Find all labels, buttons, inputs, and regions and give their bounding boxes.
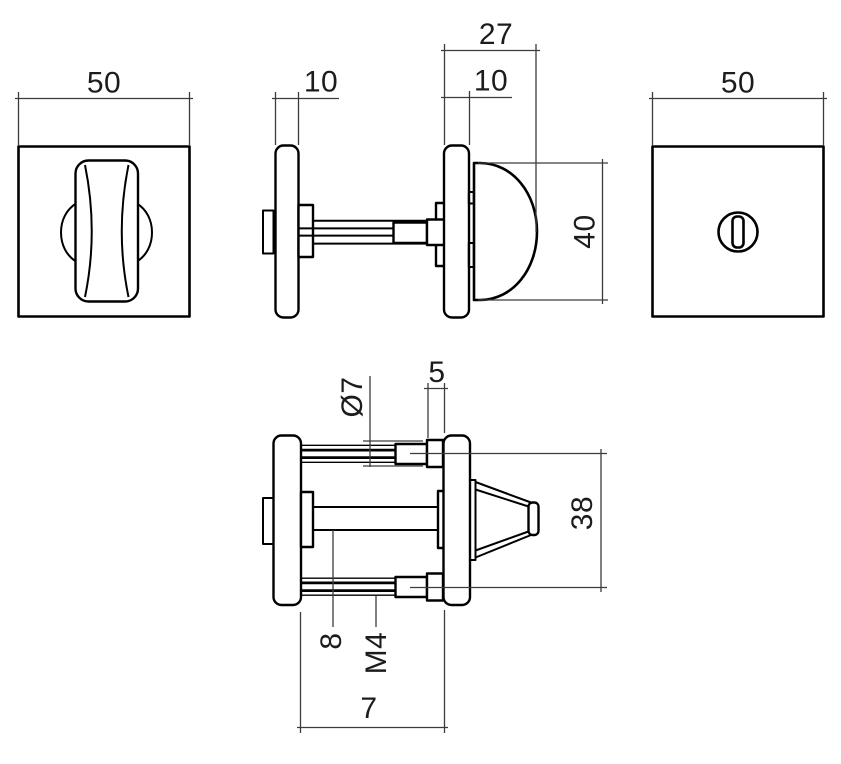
dim-bush-length: 5: [424, 356, 448, 438]
spindle-coupling: [392, 221, 429, 245]
view-fixing-section: Ø7 5 38 8 M4: [262, 356, 607, 733]
dim-right-rosette-thickness: 10: [441, 65, 512, 145]
dim-screw-thread: M4: [360, 596, 393, 674]
turn-knob-right-wing: [136, 202, 153, 263]
emergency-release-disc: [717, 211, 759, 253]
turn-rosette-square-outline: [17, 145, 191, 318]
dim-label-7: 7: [360, 692, 377, 725]
right-rosette-side: [442, 144, 471, 319]
dim-front-release-width: 50: [649, 67, 827, 146]
cone-tip: [527, 501, 540, 537]
turn-knob-body: [74, 159, 140, 303]
right-rosette-section: [442, 434, 472, 607]
dim-label-50-left: 50: [87, 67, 121, 100]
turn-knob-left-wing: [60, 202, 77, 263]
dim-label-5: 5: [428, 356, 445, 389]
dim-front-turn-width: 50: [15, 67, 193, 146]
turn-knob-right-facet: [120, 164, 130, 298]
dim-label-10-right: 10: [474, 65, 508, 98]
dim-screw-spacing: 38: [410, 449, 607, 592]
spindle-nut: [425, 218, 447, 247]
view-front-turn-rosette: 50: [15, 67, 193, 318]
spindle-section: [299, 489, 449, 550]
release-rosette-square-outline: [651, 145, 825, 318]
turn-knob-left-facet: [84, 164, 93, 298]
cone-outer-line: [475, 534, 532, 559]
dim-label-10-left: 10: [304, 66, 338, 99]
dim-label-50-right: 50: [721, 67, 755, 100]
left-hub: [297, 203, 315, 259]
dim-rosette-gap: 7: [297, 610, 448, 733]
dim-label-38: 38: [566, 496, 599, 530]
cone-outer-line: [475, 481, 532, 504]
cone-inner-line: [475, 530, 529, 552]
cone-inner-line: [475, 488, 529, 508]
dim-label-40: 40: [569, 214, 602, 248]
dim-turn-knob-diameter: 40: [478, 159, 608, 304]
spindle-left-hub: [299, 490, 315, 549]
turn-knob-dome-side: [472, 161, 539, 302]
emergency-release-slot: [731, 215, 745, 249]
turn-cone: [469, 479, 540, 561]
left-rosette-section: [272, 434, 303, 607]
dim-label-diameter-7: Ø7: [336, 376, 369, 417]
dim-turn-total-depth: 27: [441, 18, 540, 232]
dim-spindle-size: 8: [315, 530, 348, 650]
turn-knob-edge-section: [262, 497, 275, 545]
turn-knob-edge: [262, 209, 275, 255]
view-front-release-rosette: 50: [649, 67, 827, 318]
dim-label-27: 27: [479, 18, 513, 51]
view-side-assembly: 10 27 10 40: [262, 18, 608, 319]
left-rosette-side: [274, 144, 300, 319]
dim-label-m4: M4: [360, 632, 393, 675]
cone-base-strip: [469, 479, 477, 561]
dim-label-8: 8: [315, 632, 348, 649]
dim-left-rosette-thickness: 10: [272, 66, 339, 145]
dim-bush-diameter: Ø7: [336, 376, 423, 467]
